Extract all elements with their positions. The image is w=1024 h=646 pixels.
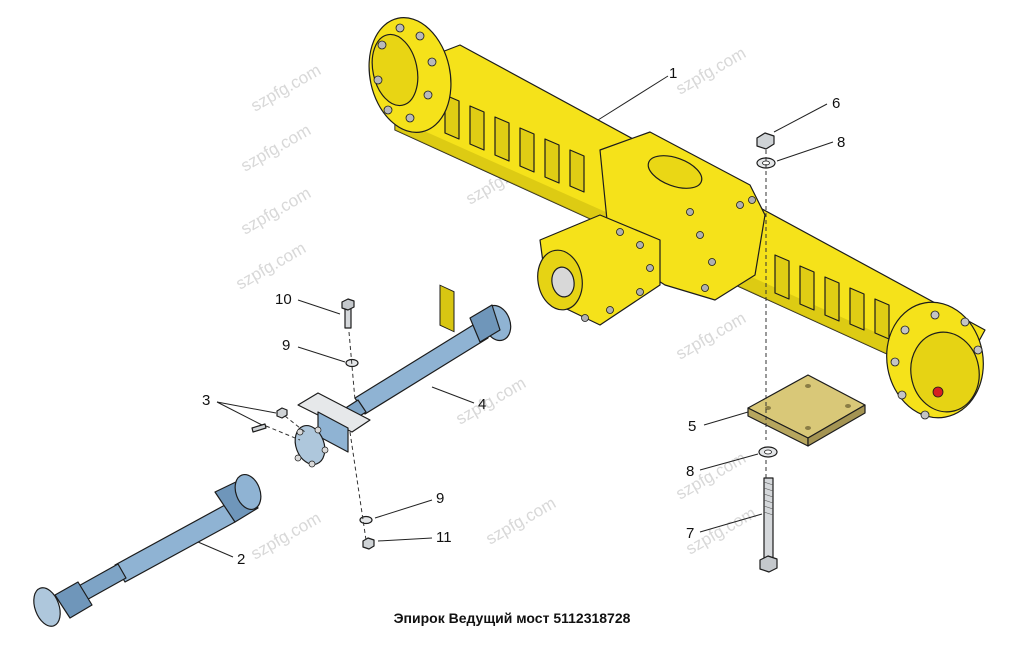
watermark: szpfg.com [673, 448, 750, 503]
bolt-part-10 [344, 307, 352, 329]
washer-part-9-lower [359, 515, 373, 525]
callout-8-upper: 8 [837, 134, 845, 151]
axle-ribs-left [444, 94, 585, 193]
axle-ribs-right [774, 254, 890, 340]
callout-10: 10 [275, 291, 292, 308]
callout-8-lower: 8 [686, 463, 694, 480]
flange-bolts [294, 426, 329, 468]
nut-part-11 [362, 537, 375, 550]
callout-4: 4 [478, 396, 486, 413]
callout-6: 6 [832, 95, 840, 112]
assembly-axis-left [348, 331, 367, 541]
callout-2: 2 [237, 551, 245, 568]
shaft-end-flange [33, 587, 61, 627]
callout-1: 1 [669, 65, 677, 82]
driveshaft-part-4 [294, 304, 512, 468]
bolt-part-10-head [341, 298, 355, 311]
callout-labels: 1 2 3 4 5 6 7 8 8 9 9 10 11 [202, 65, 845, 568]
watermark: szpfg.com [238, 120, 315, 175]
shaft-yoke-flange [234, 473, 262, 511]
right-hub-studs [890, 310, 983, 420]
watermark: szpfg.com [248, 508, 325, 563]
leader-lines [197, 75, 834, 558]
bolt-part-7 [763, 477, 774, 559]
right-hub-face [910, 331, 980, 413]
shaft-tube [114, 504, 236, 583]
driveshaft-part-2 [33, 473, 262, 627]
callout-9-lower: 9 [436, 490, 444, 507]
callout-7: 7 [686, 525, 694, 542]
differential-cover-plate [647, 155, 703, 189]
left-hub-face [371, 33, 419, 107]
left-hub-studs [373, 23, 437, 123]
watermark: szpfg.com [673, 308, 750, 363]
watermark: szpfg.com [248, 60, 325, 115]
shaft-yoke [469, 304, 501, 343]
callout-5: 5 [688, 418, 696, 435]
plate-holes [765, 384, 851, 430]
shaft-end-yoke [54, 581, 93, 619]
drive-axle [368, 17, 986, 420]
watermark: szpfg.com [238, 183, 315, 238]
axle-ribs-left [439, 284, 455, 333]
bolt-head [759, 555, 778, 573]
callout-11: 11 [436, 529, 452, 546]
watermark: szpfg.com [673, 43, 750, 98]
housing-bolts [686, 196, 756, 292]
bolt-thread [763, 481, 774, 516]
shaft-end-flange [294, 425, 326, 465]
watermark: szpfg.com [483, 493, 560, 548]
pinion-bolts [581, 228, 654, 322]
washer-hole [764, 449, 772, 455]
red-plug-icon [932, 386, 944, 398]
pinion-yoke [551, 266, 575, 298]
nut-part-6 [756, 132, 775, 150]
assembly-axis-bolts [265, 415, 306, 441]
watermark: szpfg.com [453, 373, 530, 428]
callout-9-upper: 9 [282, 337, 290, 354]
callout-3: 3 [202, 392, 210, 409]
bolt-part-3-a [251, 423, 267, 433]
shaft-yoke [214, 479, 259, 523]
watermark: szpfg.com [233, 238, 310, 293]
bolt-part-3-b [276, 407, 288, 419]
spacer-plate-edge [807, 404, 866, 447]
diagram-caption: Эпирок Ведущий мост 5112318728 [393, 610, 631, 626]
